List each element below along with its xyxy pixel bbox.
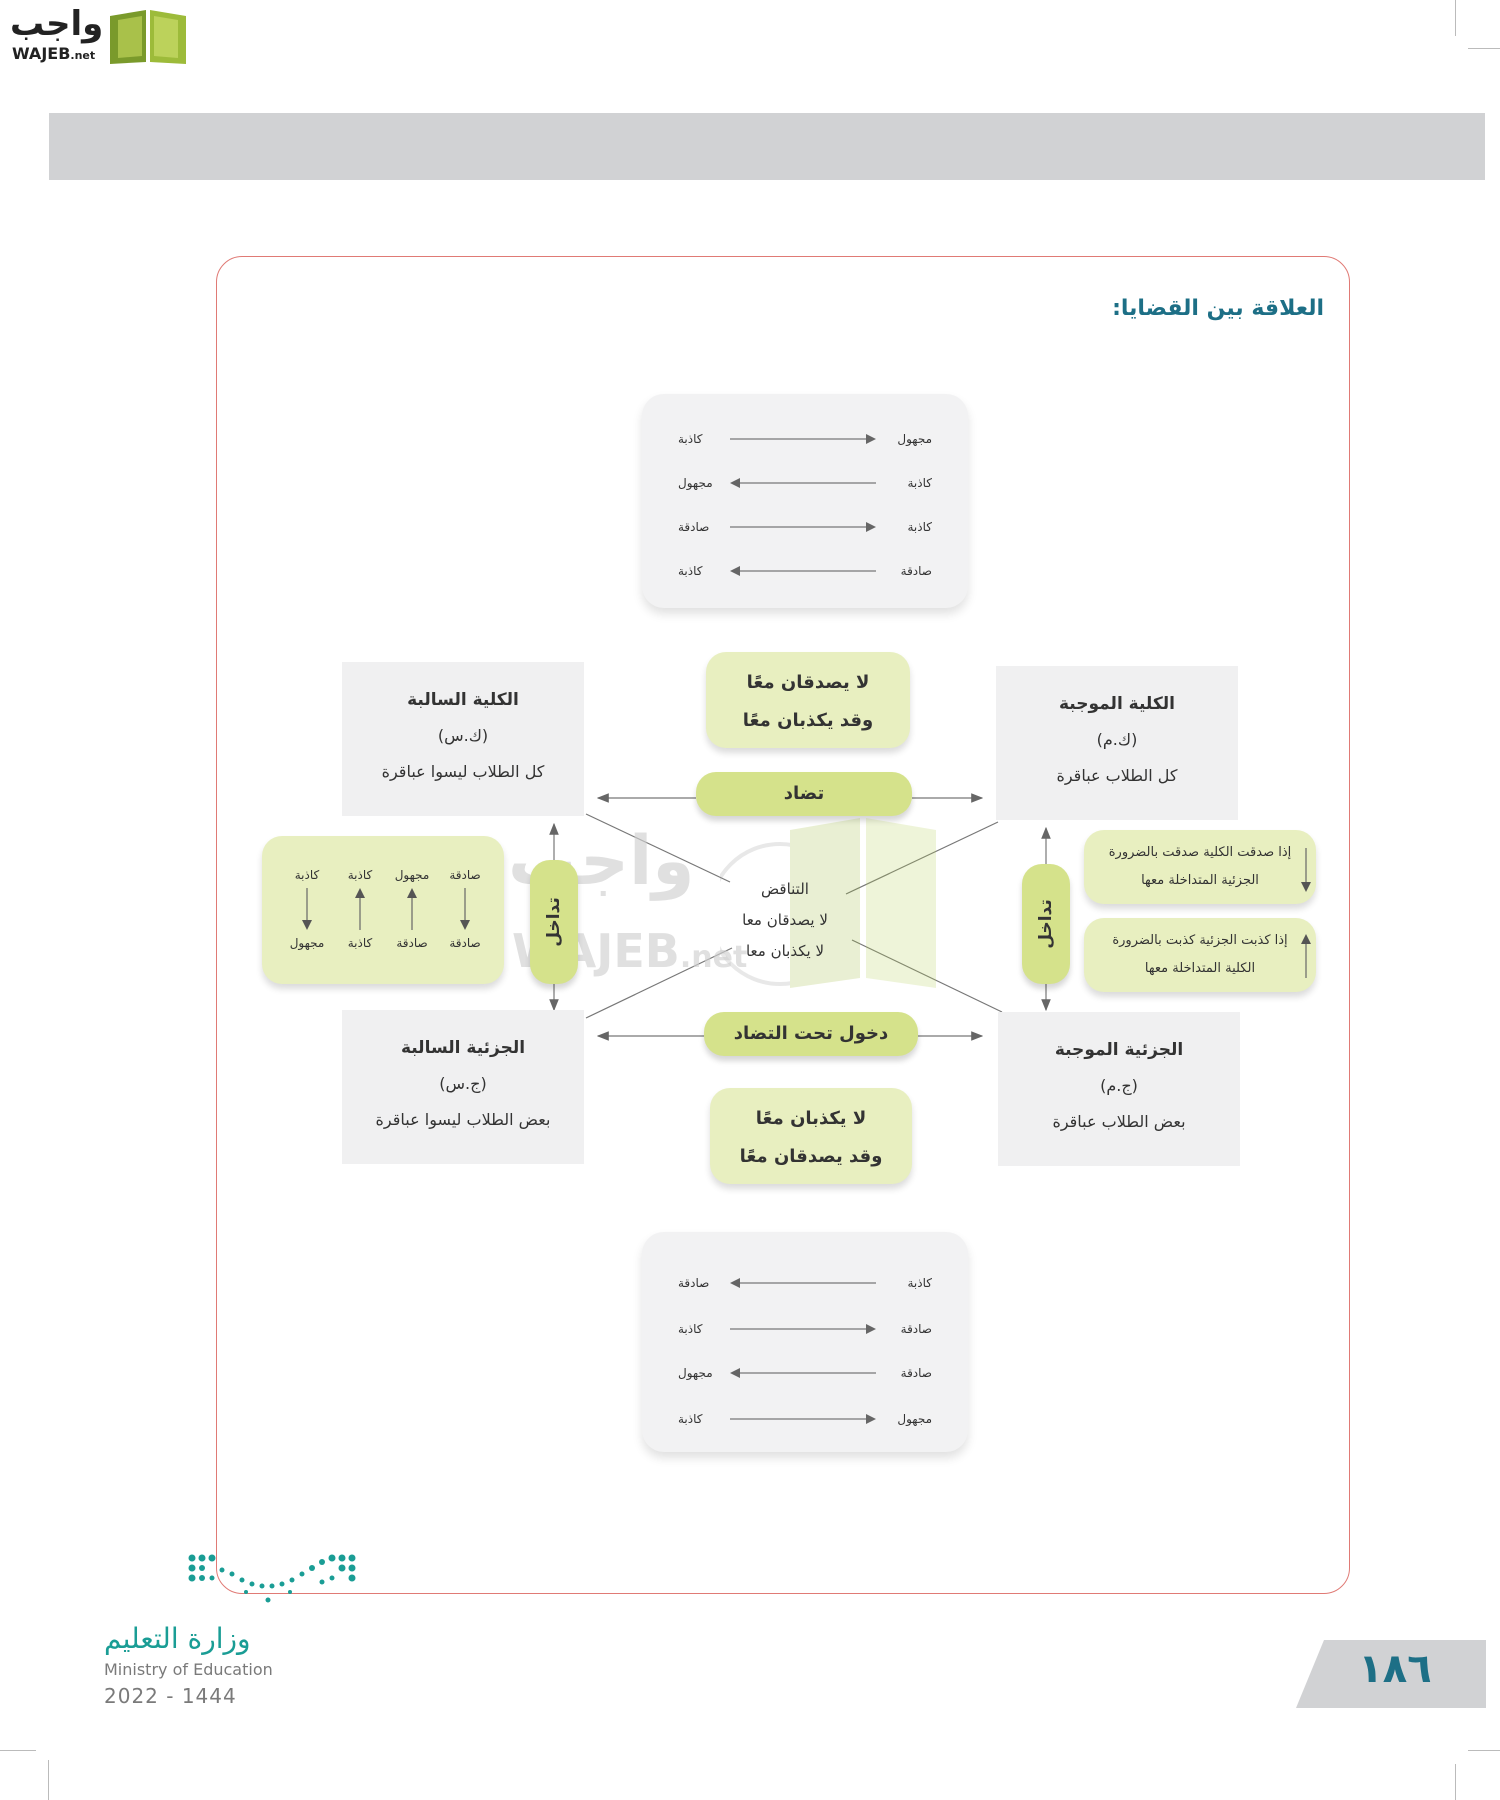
- diagonal-line: [851, 939, 1003, 1013]
- table-row: مجهول كاذبة: [678, 1412, 932, 1426]
- book-logo-icon: [110, 10, 186, 64]
- subcontrary-rule: لا يكذبان معًا وقد يصدقان معًا: [710, 1088, 912, 1184]
- crop-mark: [1455, 0, 1456, 36]
- table-row: كاذبة صادقة: [678, 1276, 932, 1290]
- table-cell: كاذبة: [347, 936, 373, 950]
- table-cell: صادقة: [449, 936, 481, 950]
- subalternation-condition-2: إذا كذبت الجزئية كذبت بالضرورة الكلية ال…: [1084, 918, 1316, 992]
- subalternation-left-table: صادقة مجهول كاذبة كاذبة صادقة صادقة كاذب…: [262, 836, 504, 984]
- box-particular-affirmative: الجزئية الموجبة (ج.م) بعض الطلاب عباقرة: [998, 1012, 1240, 1166]
- crop-mark: [48, 1760, 49, 1800]
- truth-table-top: مجهول كاذبة كاذبة مجهول كاذبة صادقة صادق…: [642, 394, 968, 608]
- subalternation-right-label: تداخل: [1022, 864, 1070, 984]
- table-row: كاذبة مجهول: [678, 476, 932, 490]
- arrow-up-icon: [355, 888, 365, 930]
- crop-mark: [1468, 1750, 1500, 1751]
- arrow-right-icon: [730, 1414, 876, 1424]
- section-heading: العلاقة بين القضايا:: [1112, 296, 1324, 321]
- table-row: صادقة كاذبة: [678, 1322, 932, 1336]
- box-particular-negative: الجزئية السالبة (ج.س) بعض الطلاب ليسوا ع…: [342, 1010, 584, 1164]
- table-cell: مجهول: [394, 868, 430, 882]
- content-frame: [216, 256, 1350, 1594]
- arrow-right-icon: [730, 522, 876, 532]
- subalternation-condition-1: إذا صدقت الكلية صدقت بالضرورة الجزئية ال…: [1084, 830, 1316, 904]
- arrow-down-icon: [460, 888, 470, 930]
- truth-table-bottom: كاذبة صادقة صادقة كاذبة صادقة مجهول مجهو…: [642, 1232, 968, 1452]
- contradiction-center: التناقض لا يصدقان معا لا يكذبان معا: [742, 880, 828, 960]
- diagonal-line: [845, 821, 999, 895]
- diagonal-line: [585, 947, 733, 1019]
- table-row: مجهول كاذبة: [678, 432, 932, 446]
- ministry-logo-icon: [188, 1554, 356, 1603]
- wajeb-logo-latin: WAJEB.net: [12, 44, 96, 63]
- box-universal-affirmative: الكلية الموجبة (ك.م) كل الطلاب عباقرة: [996, 666, 1238, 820]
- arrow-right-icon: [730, 434, 876, 444]
- diagonal-line: [585, 813, 731, 883]
- subcontrary-label: دخول تحت التضاد: [704, 1012, 918, 1056]
- subalternation-left-label: تداخل: [530, 860, 578, 984]
- table-cell: مجهول: [289, 936, 325, 950]
- ministry-year: 2022 - 1444: [104, 1684, 237, 1708]
- table-cell: صادقة: [396, 936, 428, 950]
- page-number-tab: [1296, 1640, 1486, 1708]
- arrow-left-icon: [730, 478, 876, 488]
- crop-mark: [0, 1750, 36, 1751]
- table-row: كاذبة صادقة: [678, 520, 932, 534]
- table-row: صادقة مجهول: [678, 1366, 932, 1380]
- table-row: صادقة كاذبة: [678, 564, 932, 578]
- header-band: [49, 113, 1485, 180]
- crop-mark: [1455, 1764, 1456, 1800]
- arrow-left-icon: [730, 1278, 876, 1288]
- contrary-rule: لا يصدقان معًا وقد يكذبان معًا: [706, 652, 910, 748]
- page-number: ١٨٦: [1358, 1646, 1432, 1692]
- arrow-down-icon: [302, 888, 312, 930]
- arrow-right-icon: [730, 1324, 876, 1334]
- ministry-name-english: Ministry of Education: [104, 1660, 273, 1679]
- watermark-book-icon: [720, 818, 936, 988]
- arrow-down-icon: [1301, 848, 1311, 892]
- wajeb-logo-arabic: واجب: [10, 4, 104, 44]
- box-universal-negative: الكلية السالبة (ك.س) كل الطلاب ليسوا عبا…: [342, 662, 584, 816]
- ministry-name-arabic: وزارة التعليم: [104, 1622, 251, 1655]
- arrow-up-icon: [1301, 934, 1311, 978]
- arrow-left-icon: [730, 1368, 876, 1378]
- arrow-left-icon: [730, 566, 876, 576]
- table-cell: كاذبة: [294, 868, 320, 882]
- crop-mark: [1468, 48, 1500, 49]
- table-cell: كاذبة: [347, 868, 373, 882]
- contrary-label: تضاد: [696, 772, 912, 816]
- table-cell: صادقة: [449, 868, 481, 882]
- arrow-up-icon: [407, 888, 417, 930]
